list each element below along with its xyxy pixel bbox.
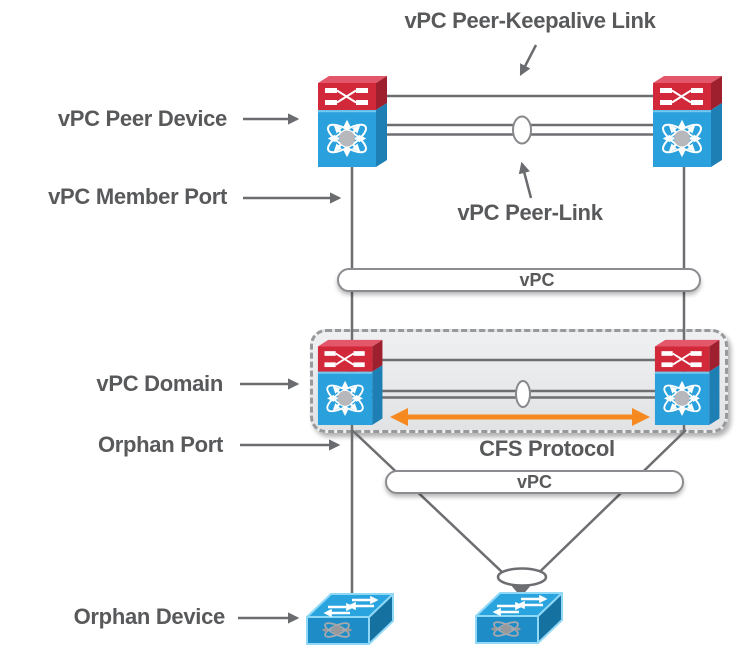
orphan-device-label: Orphan Device <box>73 604 226 629</box>
member-port-label: vPC Member Port <box>48 184 227 209</box>
vpc-leg-left <box>351 429 522 591</box>
leg-apex <box>510 584 532 597</box>
peer-link-arrow <box>518 161 533 199</box>
peer-device-label: vPC Peer Device <box>57 106 227 131</box>
vpc-pill-upper: vPC <box>337 268 701 292</box>
peer-keepalive-arrow <box>519 44 538 77</box>
vpc-domain-label: vPC Domain <box>96 371 223 396</box>
peer-link-label: vPC Peer-Link <box>457 200 603 225</box>
peer-keepalive-link-label: vPC Peer-Keepalive Link <box>404 8 656 33</box>
workgroup-switch-icon <box>476 593 562 643</box>
peer-link-port-channel-ellipse <box>512 115 532 145</box>
vpc-pill-lower: vPC <box>385 470 684 494</box>
nexus-switch-icon <box>318 340 383 425</box>
vpc-pill-upper-label: vPC <box>519 269 555 290</box>
cfs-protocol-arrow <box>390 408 650 426</box>
workgroup-switch-icon <box>307 594 393 644</box>
domain-port-channel-ellipse <box>515 380 531 408</box>
nexus-switch-icon <box>655 340 720 425</box>
connection-lines <box>350 94 687 601</box>
vpc-pill-lower-label: vPC <box>516 471 552 492</box>
nexus-switch-icon <box>318 76 387 167</box>
annotation-arrows <box>238 44 538 624</box>
cfs-protocol-label: CFS Protocol <box>479 436 615 461</box>
vpc-leg-right <box>520 429 687 591</box>
nexus-switch-icon <box>653 76 722 167</box>
orphan-port-label: Orphan Port <box>97 432 223 457</box>
bottom-port-channel-ellipse <box>496 567 548 587</box>
